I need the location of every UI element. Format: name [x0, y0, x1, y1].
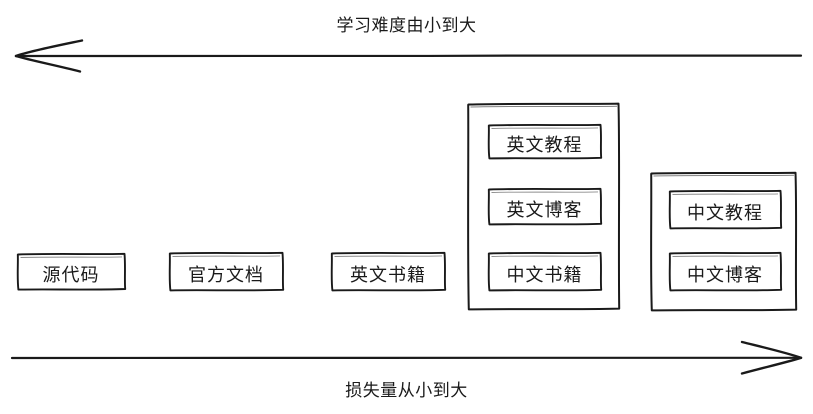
node-box-chinese-tutorials[interactable] — [668, 189, 783, 230]
node-box-chinese-books[interactable] — [487, 251, 603, 292]
chinese-resources-group[interactable] — [650, 171, 798, 312]
node-label-english-books: 英文书籍 — [350, 265, 426, 286]
node-label-english-blogs: 英文博客 — [506, 200, 583, 221]
node-box-chinese-blogs[interactable] — [668, 251, 783, 292]
node-label-english-tutorials: 英文教程 — [506, 135, 583, 156]
node-label-source-code: 源代码 — [42, 265, 100, 286]
bottom-axis-label: 损失量从小到大 — [345, 381, 468, 401]
node-box-official-docs[interactable] — [168, 251, 285, 292]
node-box-source-code[interactable] — [16, 252, 127, 291]
bottom-arrow-right — [10, 340, 803, 375]
top-axis-label: 学习难度由小到大 — [336, 16, 477, 36]
node-box-english-blogs[interactable] — [487, 187, 603, 226]
node-label-chinese-books: 中文书籍 — [506, 265, 583, 286]
node-label-chinese-blogs: 中文博客 — [687, 265, 763, 286]
node-label-official-docs: 官方文档 — [188, 265, 264, 286]
node-box-english-tutorials[interactable] — [487, 123, 603, 160]
english-resources-group[interactable] — [467, 102, 621, 311]
top-arrow-left — [14, 39, 803, 73]
node-box-english-books[interactable] — [330, 251, 447, 292]
node-label-chinese-tutorials: 中文教程 — [687, 203, 763, 224]
